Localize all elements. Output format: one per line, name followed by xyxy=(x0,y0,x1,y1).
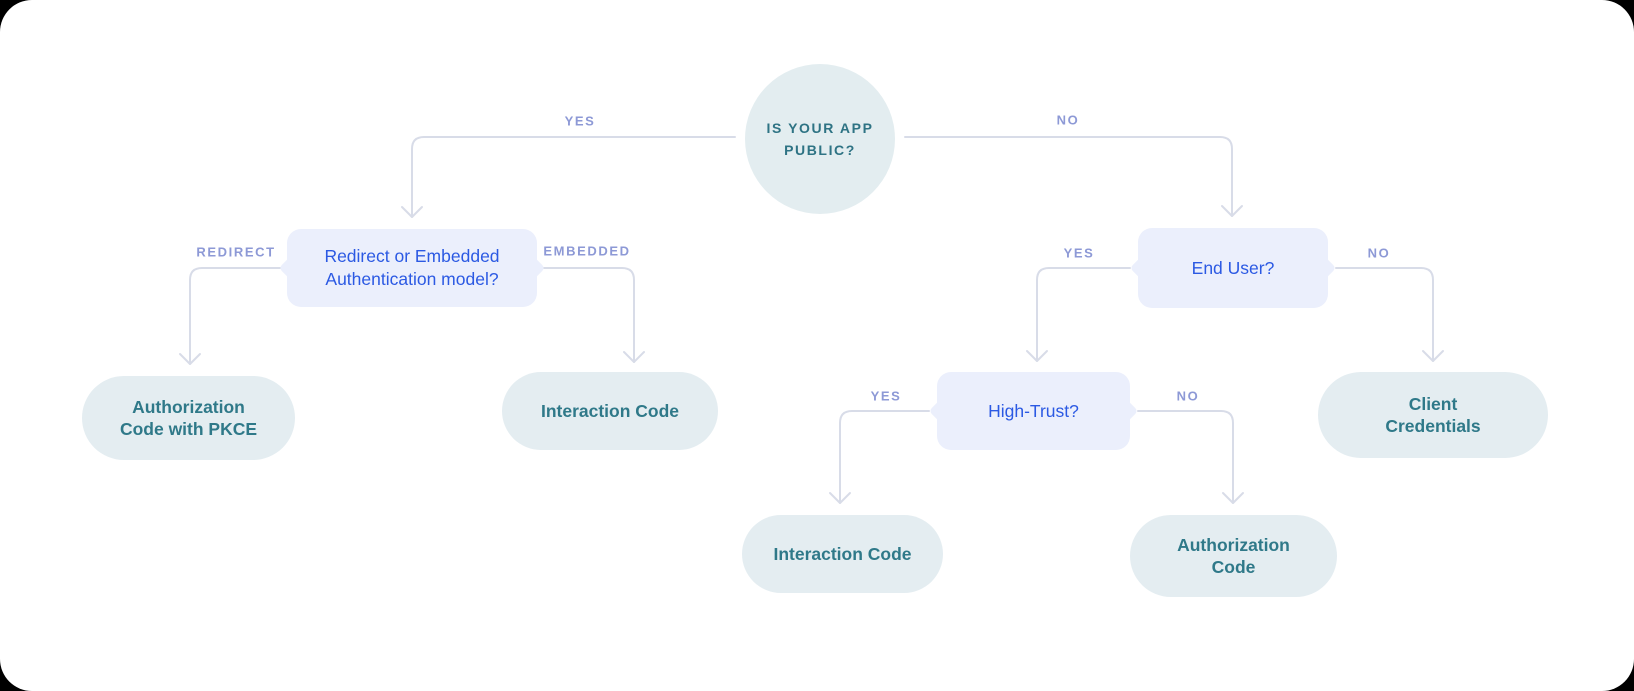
edge-root-yes xyxy=(401,136,736,218)
edge-end-user-yes xyxy=(1026,267,1131,362)
edge-high-trust-no xyxy=(1137,410,1244,504)
edge-high-trust-yes xyxy=(829,410,930,504)
node-label-line: Authorization xyxy=(1177,535,1290,555)
node-label-line: Authentication model? xyxy=(325,269,499,289)
node-high-trust: High-Trust? xyxy=(928,372,1139,450)
edge-redirect-arrowhead-icon xyxy=(179,353,201,365)
edge-high-trust-no-arrowhead-icon xyxy=(1222,492,1244,504)
node-label-line: Interaction Code xyxy=(540,401,680,421)
edge-label-root-yes: YES xyxy=(564,113,596,129)
edge-root-no-line xyxy=(904,136,1233,217)
edge-end-user-no-arrowhead-icon xyxy=(1422,350,1444,362)
node-redirect-or-embedded: Redirect or Embedded Authentication mode… xyxy=(278,229,546,307)
node-label-line: Redirect or Embedded xyxy=(324,246,500,266)
edge-label-redirect: REDIRECT xyxy=(196,244,276,260)
node-label-line: Code with PKCE xyxy=(119,419,258,439)
node-label-line: IS YOUR APP xyxy=(766,120,874,136)
edge-end-user-no xyxy=(1335,267,1444,362)
node-label-line: Client xyxy=(1408,394,1458,414)
edge-end-user-yes-line xyxy=(1036,267,1131,362)
edge-root-no xyxy=(904,136,1243,217)
node-label-line: End User? xyxy=(1191,257,1275,278)
edge-redirect-line xyxy=(189,267,281,365)
edge-redirect xyxy=(179,267,281,365)
node-interaction-code-embedded: Interaction Code xyxy=(502,372,718,450)
edge-end-user-no-line xyxy=(1335,267,1434,362)
node-end-user: End User? xyxy=(1129,228,1337,308)
node-label-line: Credentials xyxy=(1385,416,1481,436)
edge-root-no-arrowhead-icon xyxy=(1221,205,1243,217)
edge-high-trust-yes-line xyxy=(839,410,930,504)
decision-notch-left xyxy=(278,253,308,283)
edge-high-trust-no-line xyxy=(1137,410,1234,504)
node-label-line: Authorization xyxy=(132,397,245,417)
edge-embedded-line xyxy=(543,267,635,363)
node-interaction-code-high-trust: Interaction Code xyxy=(742,515,943,593)
node-label-line: PUBLIC? xyxy=(784,142,856,158)
decision-notch-right xyxy=(1307,253,1337,283)
edge-embedded-arrowhead-icon xyxy=(623,351,645,363)
edge-high-trust-yes-arrowhead-icon xyxy=(829,492,851,504)
node-client-credentials: Client Credentials xyxy=(1318,372,1548,458)
decision-notch-right xyxy=(516,253,546,283)
node-label-line: Interaction Code xyxy=(773,544,912,564)
edge-embedded xyxy=(543,267,645,363)
node-label-line: Code xyxy=(1211,557,1256,577)
edge-end-user-yes-arrowhead-icon xyxy=(1026,350,1048,362)
decision-notch-left xyxy=(928,396,958,426)
decision-notch-left xyxy=(1129,253,1159,283)
decision-notch-right xyxy=(1109,396,1139,426)
edge-label-end-user-no: NO xyxy=(1367,245,1391,261)
edge-label-root-no: NO xyxy=(1056,112,1080,128)
node-authorization-code: Authorization Code xyxy=(1130,515,1337,597)
node-authorization-code-with-pkce: Authorization Code with PKCE xyxy=(82,376,295,460)
edge-label-end-user-yes: YES xyxy=(1063,245,1095,261)
node-is-your-app-public: IS YOUR APP PUBLIC? xyxy=(745,64,895,214)
node-label-line: High-Trust? xyxy=(988,400,1079,421)
edge-label-high-trust-yes: YES xyxy=(870,388,902,404)
edge-root-yes-arrowhead-icon xyxy=(401,206,423,218)
edge-label-embedded: EMBEDDED xyxy=(543,243,631,259)
edge-label-high-trust-no: NO xyxy=(1176,388,1200,404)
edge-root-yes-line xyxy=(411,136,736,218)
